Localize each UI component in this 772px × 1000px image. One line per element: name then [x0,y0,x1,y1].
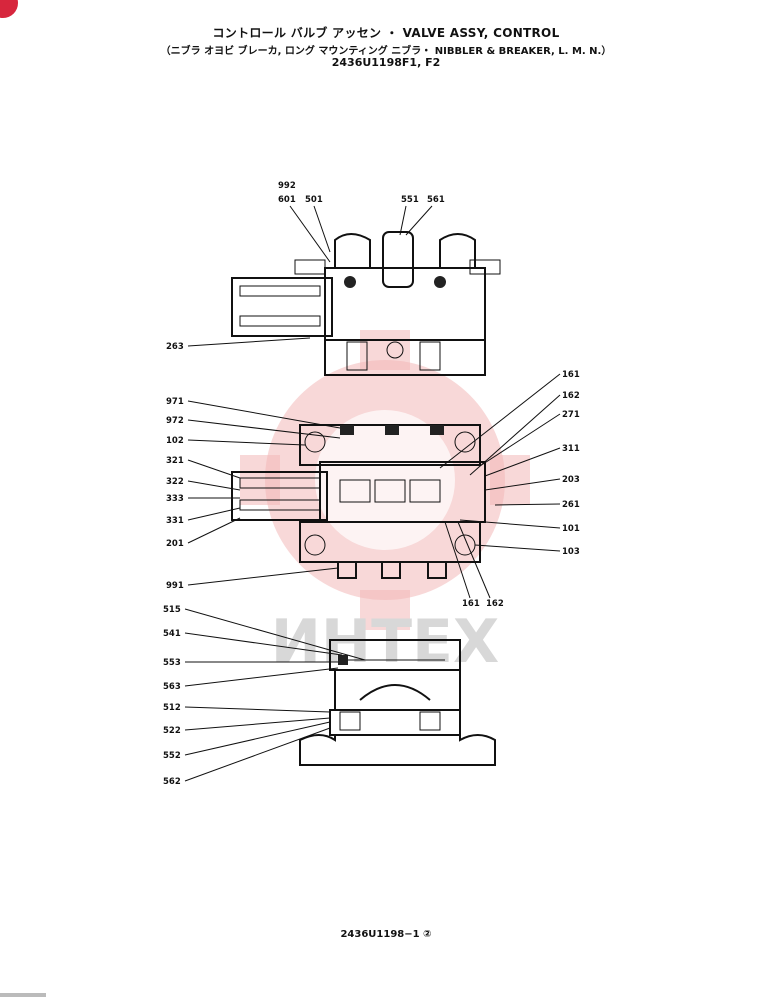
drawing-number: 2436U1198−1 ② [340,929,432,940]
callout-203: 203 [562,475,580,485]
callout-labels: 992 601 501 551 561 263 971 972 102 321 … [163,181,580,787]
callout-261: 261 [562,500,580,510]
callout-322: 322 [166,477,184,487]
callout-161: 161 [562,370,580,380]
callout-271: 271 [562,410,580,420]
callout-263: 263 [166,342,184,352]
callout-515: 515 [163,605,181,615]
drawing-title: コントロール バルブ アッセン ・ VALVE ASSY, CONTROL [212,26,560,40]
callout-512: 512 [163,703,181,713]
callout-311: 311 [562,444,580,454]
callout-553: 553 [163,658,181,668]
bottom-view [299,639,496,766]
callout-541: 541 [163,629,181,639]
corner-badge [0,0,18,18]
callout-501: 501 [305,195,323,205]
callout-551: 551 [401,195,419,205]
callout-971: 971 [166,397,184,407]
callout-201: 201 [166,539,184,549]
callout-333: 333 [166,494,184,504]
callout-102: 102 [166,436,184,446]
callout-331: 331 [166,516,184,526]
drawing-subtitle: （ニブラ オヨビ ブレーカ, ロング マウンティング ニブラ・ NIBBLER … [160,46,612,57]
callout-552: 552 [163,751,181,761]
top-view [231,231,501,376]
callout-101: 101 [562,524,580,534]
callout-321: 321 [166,456,184,466]
part-number: 2436U1198F1, F2 [331,56,441,69]
callout-991: 991 [166,581,184,591]
callout-561: 561 [427,195,445,205]
callout-522: 522 [163,726,181,736]
callout-161-lower: 161 [462,599,480,609]
callout-103: 103 [562,547,580,557]
corner-mark [0,993,46,997]
callout-992: 992 [278,181,296,191]
callout-162-lower: 162 [486,599,504,609]
callout-563: 563 [163,682,181,692]
callout-562: 562 [163,777,181,787]
leader-lines [184,205,561,782]
watermark-text: ИНТЕХ [271,607,500,677]
callout-162: 162 [562,391,580,401]
callout-972: 972 [166,416,184,426]
callout-601: 601 [278,195,296,205]
